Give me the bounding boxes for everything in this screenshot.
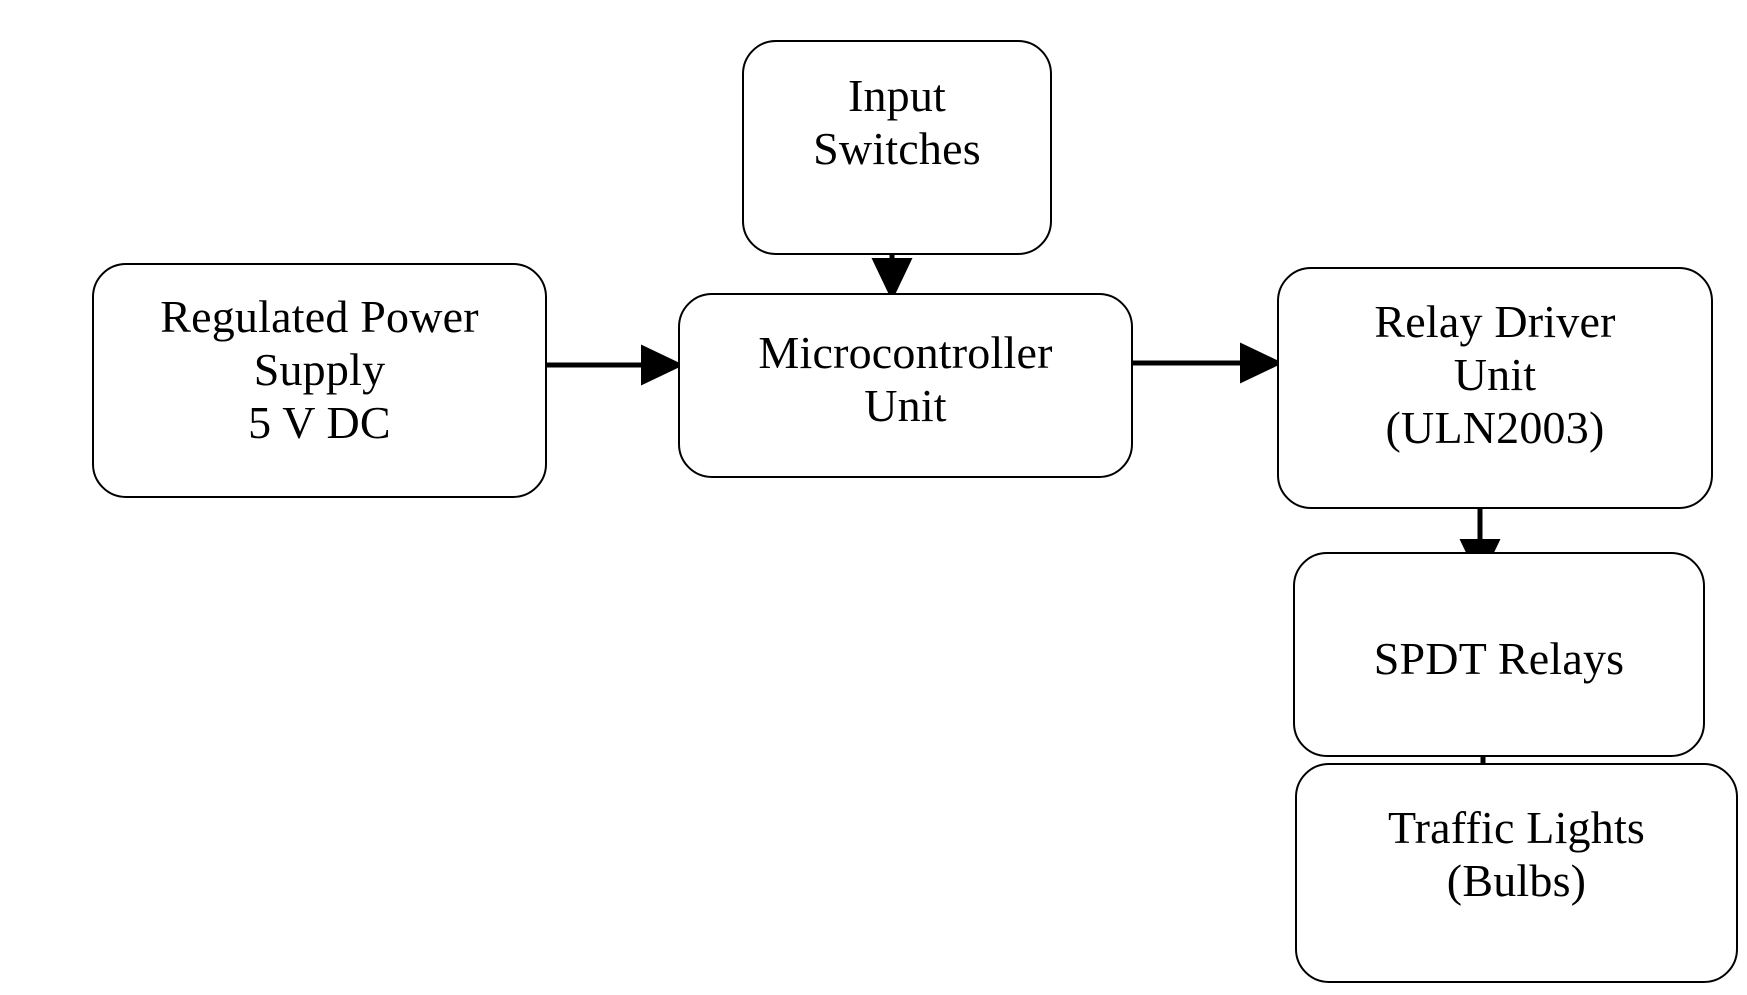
node-relay-driver-unit-label: Relay Driver Unit (ULN2003) (1374, 295, 1616, 453)
node-regulated-power-supply[interactable]: Regulated Power Supply 5 V DC (92, 263, 547, 498)
node-spdt-relays-label: SPDT Relays (1373, 633, 1625, 684)
node-microcontroller-unit-label: Microcontroller Unit (758, 326, 1053, 431)
node-microcontroller-unit[interactable]: Microcontroller Unit (678, 293, 1133, 478)
node-traffic-lights[interactable]: Traffic Lights (Bulbs) (1295, 763, 1738, 983)
node-regulated-power-supply-label: Regulated Power Supply 5 V DC (160, 291, 479, 448)
node-spdt-relays[interactable]: SPDT Relays (1293, 552, 1705, 757)
node-relay-driver-unit[interactable]: Relay Driver Unit (ULN2003) (1277, 267, 1713, 509)
node-input-switches[interactable]: Input Switches (742, 40, 1052, 255)
node-input-switches-label: Input Switches (813, 69, 981, 174)
node-traffic-lights-label: Traffic Lights (Bulbs) (1387, 802, 1646, 906)
